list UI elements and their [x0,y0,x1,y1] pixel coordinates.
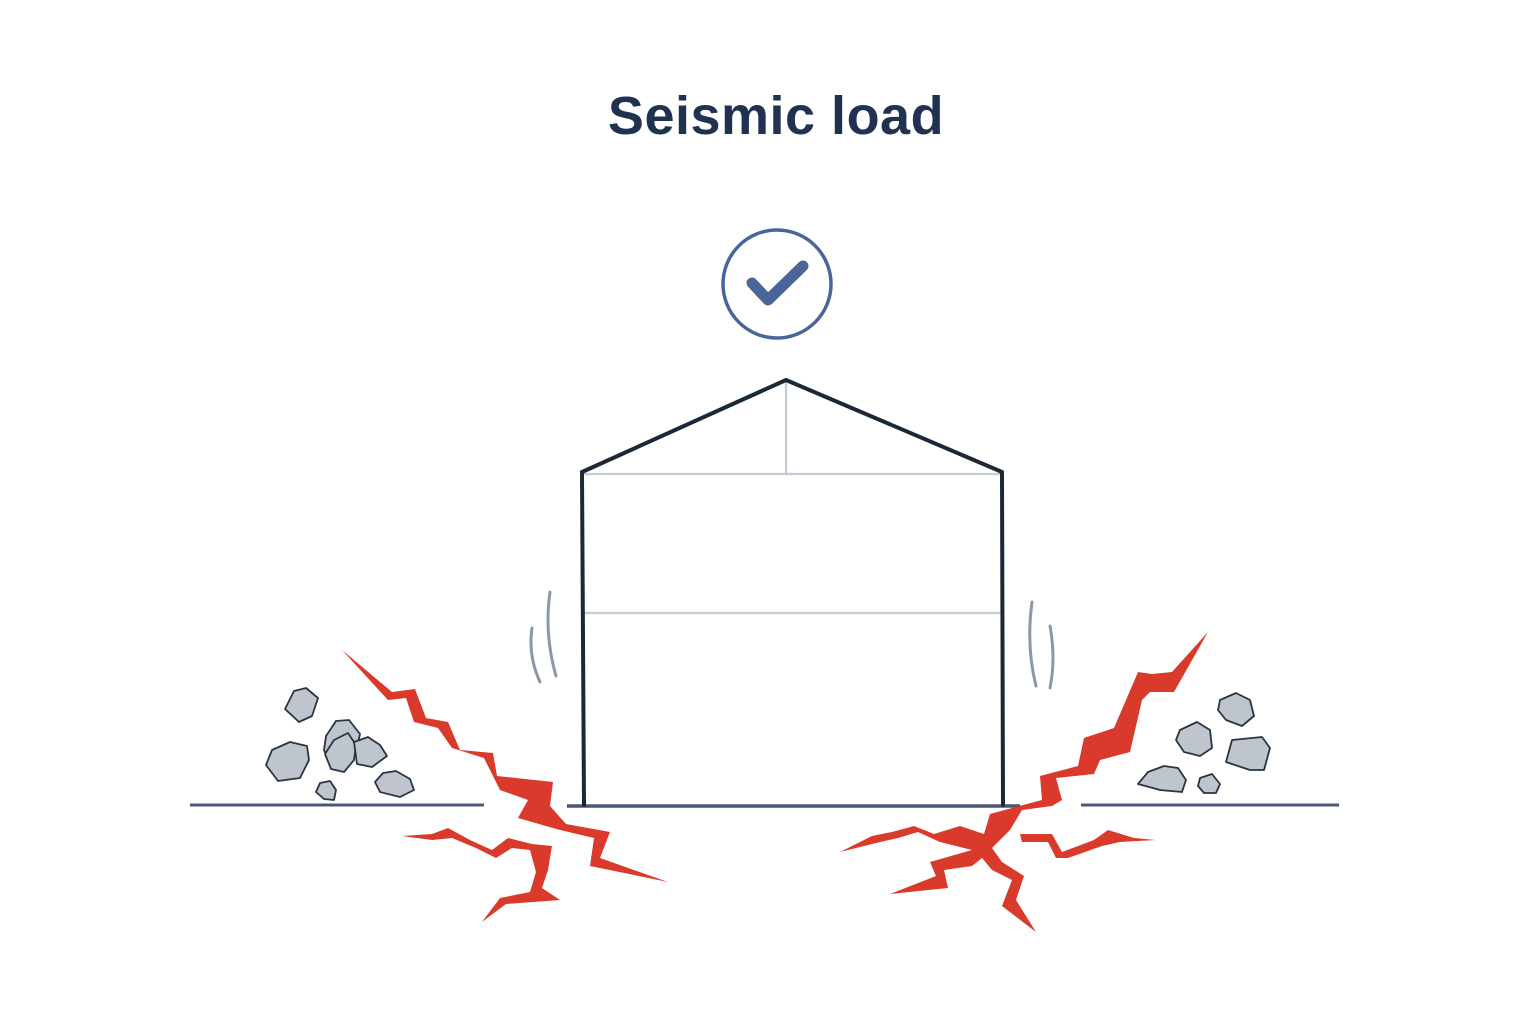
diagram-title: Seismic load [607,86,945,146]
rubble-right [1137,692,1271,794]
rubble-left [265,687,415,801]
check-circle-icon [721,228,833,340]
building-inner-lines [582,382,1002,615]
ground-lines [190,803,1339,808]
ground-crack-left [342,650,668,922]
vibration-lines [529,590,1055,690]
ground-crack-right [840,632,1208,932]
building-frame [580,378,1005,807]
